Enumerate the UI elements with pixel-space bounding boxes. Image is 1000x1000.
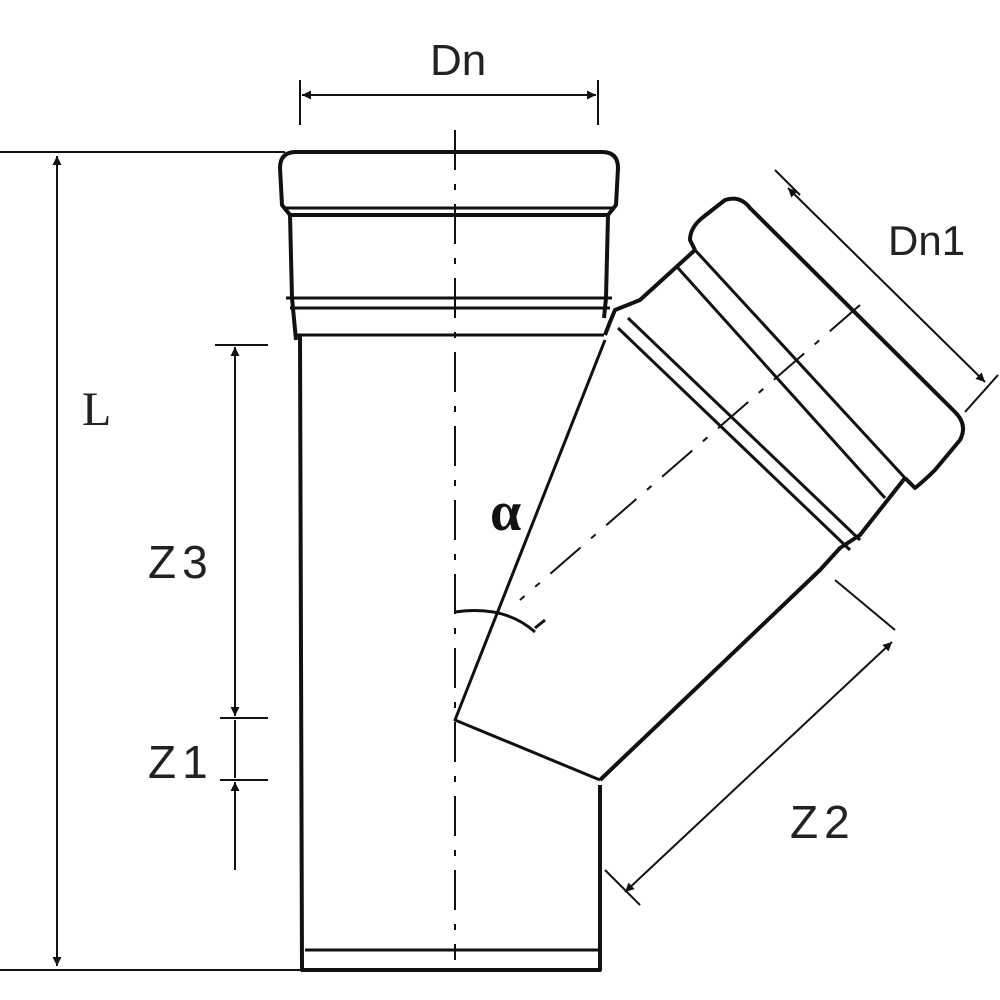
branch-body-upper <box>603 248 697 336</box>
label-dn: Dn <box>430 36 486 85</box>
label-l: L <box>82 383 111 436</box>
branch-inner-cut <box>453 339 607 782</box>
label-z1: Z1 <box>148 736 214 788</box>
main-body <box>298 334 602 972</box>
dn1-dimension <box>787 187 986 383</box>
branch-body-lower <box>598 476 907 782</box>
label-dn1: Dn1 <box>888 217 965 264</box>
z2-dimension <box>624 641 893 893</box>
label-z2: Z2 <box>790 796 856 848</box>
main-pipe <box>278 150 620 972</box>
angle-arc <box>454 609 537 634</box>
dimension-lines <box>0 80 999 971</box>
label-z3: Z3 <box>148 536 214 588</box>
label-alpha: α <box>490 481 521 543</box>
main-socket-band <box>288 214 610 341</box>
main-socket-top <box>278 150 620 217</box>
